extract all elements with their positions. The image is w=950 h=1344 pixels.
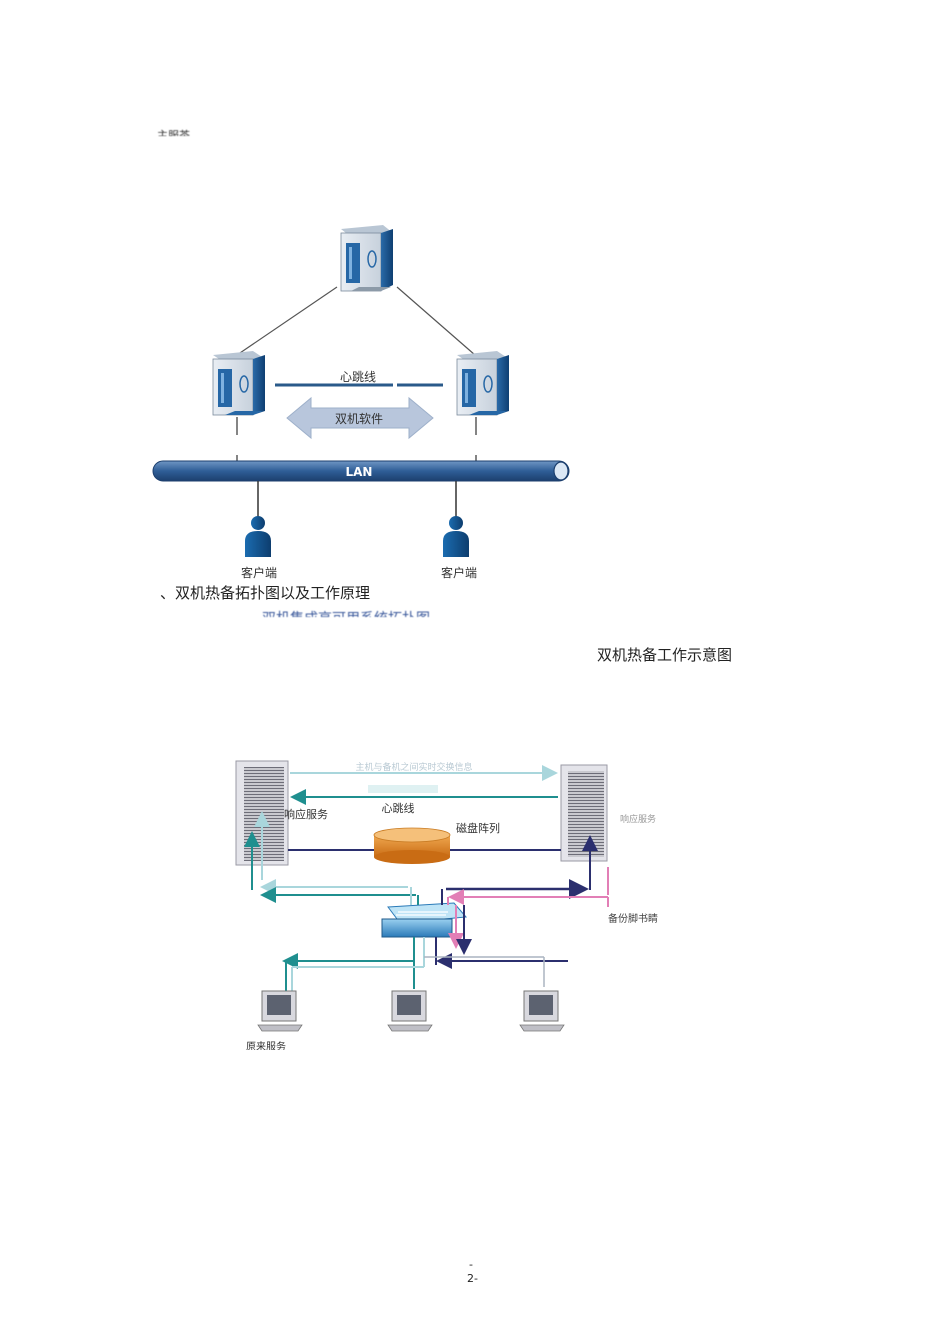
right-rack-server-icon	[560, 764, 608, 862]
client-pc-right-icon	[519, 990, 565, 1032]
page-number-dash: -	[469, 1258, 473, 1271]
right-server-label: 响应服务	[620, 813, 656, 825]
network-switch-icon	[381, 902, 468, 938]
disk-array-label: 磁盘阵列	[456, 821, 500, 835]
hot-standby-diagram: 主机与备机之间实时交换信息 心跳线 响应服务 磁盘阵列 响应服务 备份脚书睛	[235, 760, 658, 1050]
client-right-icon	[443, 516, 469, 557]
info-exchange-label: 主机与备机之间实时交换信息	[355, 761, 472, 773]
heartbeat-label-2: 心跳线	[382, 801, 415, 815]
heartbeat-label: 心跳线	[340, 370, 376, 384]
dual-software-arrow	[286, 396, 434, 440]
lan-bus: LAN	[152, 460, 570, 482]
backup-label: 备份脚书睛	[608, 912, 658, 925]
client-pc-left-icon	[257, 990, 303, 1032]
respond-service-label: 响应服务	[284, 807, 328, 821]
topology-diagram: 心跳线 双机软件 LAN 客户端 客户端	[152, 225, 570, 580]
dual-software-label: 双机软件	[335, 412, 383, 426]
client-left-label: 客户端	[241, 565, 277, 580]
figure-title: 双机热备工作示意图	[597, 646, 733, 664]
diagram-caption-fragment: 双机集成高可用系统拓扑图	[262, 608, 430, 617]
primary-server-icon	[340, 225, 393, 292]
request-service-label: 原来服务	[246, 1040, 286, 1050]
left-server-icon	[212, 351, 265, 416]
section-heading: 、双机热备拓扑图以及工作原理	[160, 584, 371, 602]
right-server-icon	[456, 351, 509, 416]
top-text-fragment: 主服茶	[157, 129, 190, 136]
client-left-icon	[245, 516, 271, 557]
client-pc-middle-icon	[387, 990, 433, 1032]
page-number: 2-	[467, 1272, 478, 1285]
lan-label: LAN	[346, 465, 373, 479]
client-right-label: 客户端	[441, 565, 477, 580]
disk-array-icon	[373, 827, 451, 864]
